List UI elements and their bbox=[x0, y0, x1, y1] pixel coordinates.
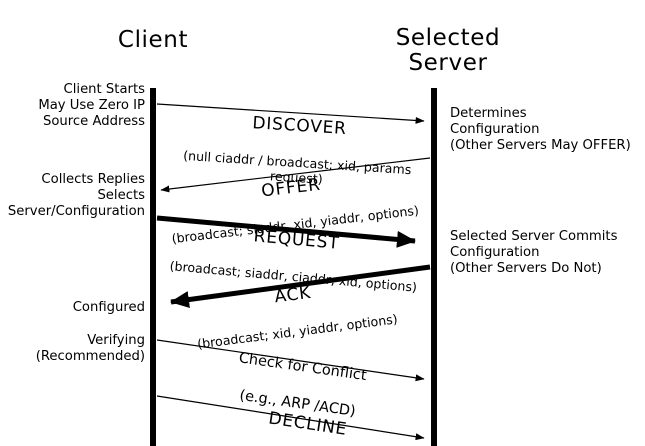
client-lane-title: Client bbox=[117, 27, 189, 53]
server-lane-title: Selected Server bbox=[395, 25, 501, 76]
arrow-check-for-conflict bbox=[156, 339, 425, 382]
arrow-discover bbox=[156, 103, 425, 124]
arrow-request bbox=[156, 215, 416, 248]
message-name-discover: DISCOVER bbox=[251, 113, 348, 139]
arrow-ack bbox=[170, 264, 431, 309]
server-note-determines-configuration: Determines Configuration (Other Servers … bbox=[450, 106, 631, 154]
arrow-offer bbox=[160, 157, 431, 193]
arrow-decline bbox=[156, 395, 425, 441]
server-note-commits-configuration: Selected Server Commits Configuration (O… bbox=[450, 229, 618, 277]
client-note-verifying: Verifying (Recommended) bbox=[35, 333, 145, 365]
message-name-decline: DECLINE bbox=[267, 408, 349, 440]
client-note-configured: Configured bbox=[72, 300, 145, 315]
client-note-starts: Client Starts May Use Zero IP Source Add… bbox=[38, 82, 145, 130]
client-note-collects-replies: Collects Replies Selects Server/Configur… bbox=[7, 172, 145, 220]
